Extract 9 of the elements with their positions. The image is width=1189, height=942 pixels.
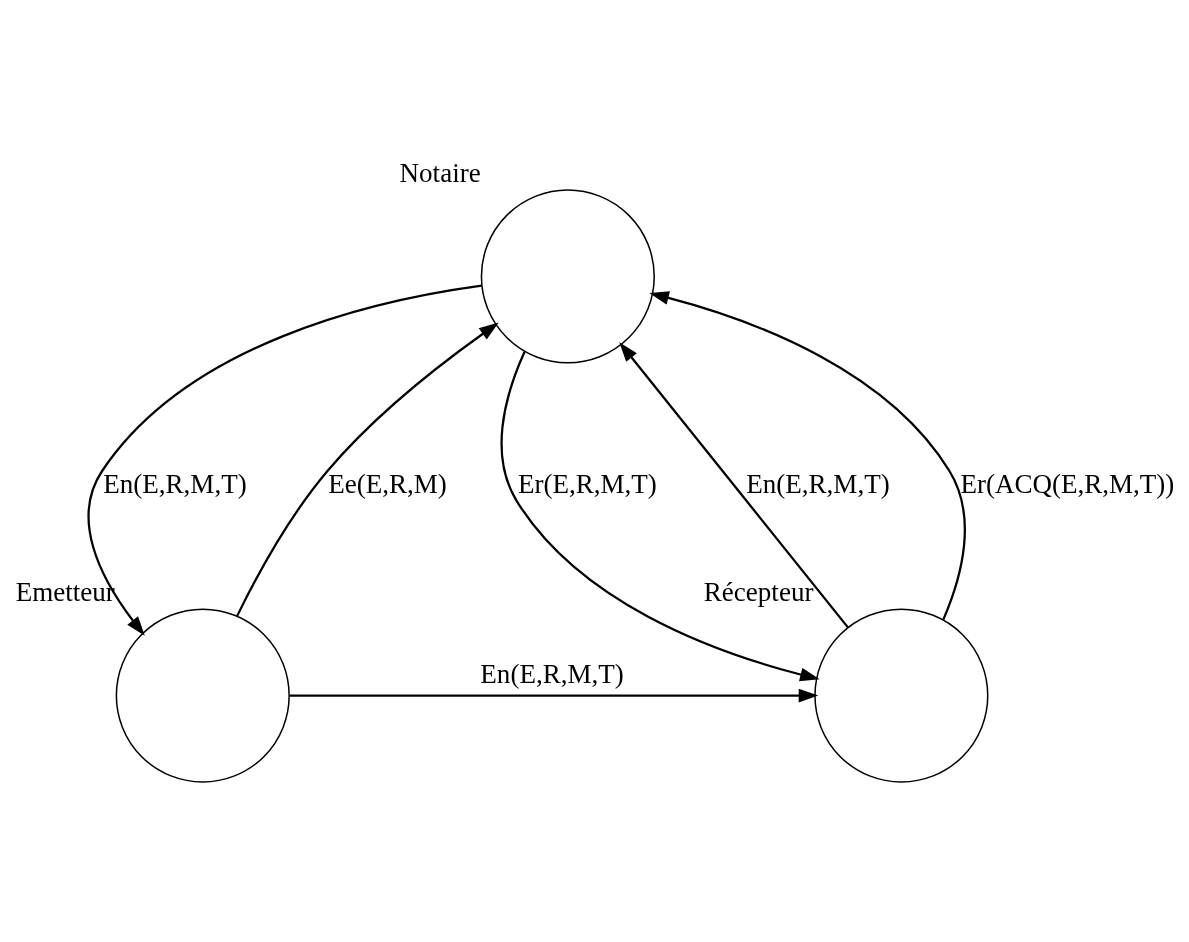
edge-label: Ee(E,R,M) <box>328 468 447 499</box>
node-label: Notaire <box>399 157 481 188</box>
edge-label: En(E,R,M,T) <box>103 468 247 499</box>
edge-label: En(E,R,M,T) <box>480 658 624 689</box>
edge-label: En(E,R,M,T) <box>746 468 890 499</box>
edge-label: Er(ACQ(E,R,M,T)) <box>960 468 1175 499</box>
node-label: Récepteur <box>703 576 814 607</box>
edge-label: Er(E,R,M,T) <box>517 468 657 499</box>
node-label: Emetteur <box>15 576 115 607</box>
